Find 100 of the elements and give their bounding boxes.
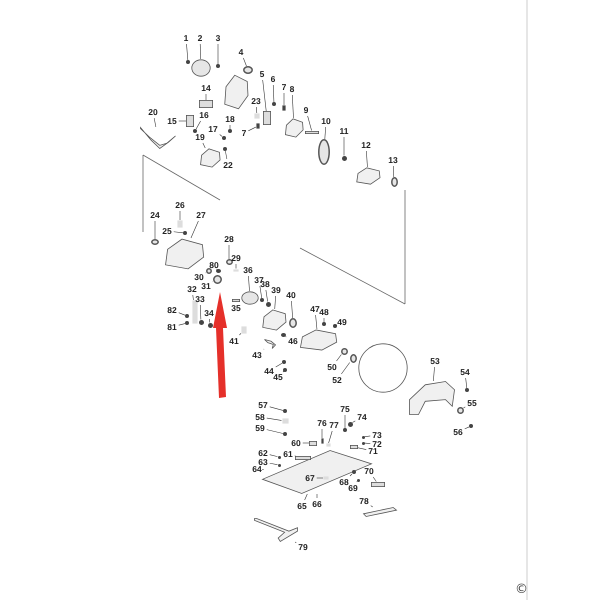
block-part-drawing — [371, 482, 385, 486]
callout-number: 81 — [166, 322, 178, 332]
round-part-drawing — [465, 388, 469, 392]
part-drawing — [363, 507, 397, 517]
leader-line — [324, 126, 326, 140]
leader-line — [364, 436, 371, 438]
callout-number: 66 — [311, 499, 323, 509]
block-part-drawing — [256, 123, 260, 129]
block-part-drawing — [263, 111, 271, 125]
callout-number: 2 — [196, 33, 204, 43]
callout-number: 54 — [459, 367, 471, 377]
leader-line — [358, 448, 367, 450]
block-part-drawing — [309, 440, 317, 446]
leader-line — [178, 120, 186, 122]
leader-line — [154, 118, 156, 128]
part-drawing — [254, 518, 298, 542]
callout-number: 13 — [387, 155, 399, 165]
round-part-drawing — [278, 456, 280, 458]
round-part-drawing — [191, 59, 211, 77]
leader-line — [228, 244, 230, 260]
round-part-drawing — [222, 136, 226, 140]
round-part-drawing — [469, 424, 473, 428]
round-part-drawing — [333, 324, 337, 328]
callout-number: 75 — [339, 404, 351, 414]
callout-number: 58 — [254, 412, 266, 422]
leader-line — [269, 406, 284, 411]
round-part-drawing — [272, 102, 276, 106]
callout-number: 24 — [149, 210, 161, 220]
round-part-drawing — [280, 333, 286, 337]
callout-number: 36 — [242, 265, 254, 275]
callout-number: 35 — [230, 303, 242, 313]
block-part-drawing — [233, 268, 239, 272]
callout-number: 50 — [326, 362, 338, 372]
leader-line — [364, 442, 371, 444]
callout-number: 7 — [240, 128, 248, 138]
callout-number: 9 — [302, 105, 310, 115]
callout-number: 26 — [174, 200, 186, 210]
callout-number: 65 — [296, 501, 308, 511]
leader-line — [334, 324, 338, 326]
round-part-drawing — [212, 274, 222, 284]
leader-line — [269, 462, 278, 466]
leader-line — [266, 290, 268, 302]
leader-line — [302, 442, 310, 444]
leader-line — [465, 378, 468, 388]
callout-number: 6 — [270, 74, 276, 84]
leader-line — [344, 414, 346, 428]
round-part-drawing — [283, 409, 287, 413]
callout-number: 33 — [194, 294, 206, 304]
round-part-drawing — [206, 268, 212, 274]
round-part-drawing — [343, 428, 347, 432]
round-part-drawing — [198, 320, 204, 324]
leader-line — [315, 314, 318, 330]
leader-line — [274, 296, 276, 310]
leader-line — [190, 220, 199, 238]
callout-number: 60 — [290, 438, 302, 448]
callout-number: 48 — [318, 307, 330, 317]
block-part-drawing — [241, 326, 247, 334]
leader-line — [216, 268, 218, 272]
round-part-drawing — [283, 368, 287, 372]
round-part-drawing — [356, 478, 360, 482]
leader-line — [372, 476, 377, 482]
callout-number: 25 — [161, 226, 173, 236]
callout-number: 52 — [331, 375, 343, 385]
leader-line — [202, 142, 206, 148]
round-part-drawing — [216, 64, 220, 68]
callout-number: 23 — [250, 96, 262, 106]
round-part-drawing — [208, 322, 212, 328]
part-drawing — [140, 127, 176, 149]
leader-line — [239, 333, 242, 336]
callout-number: 46 — [287, 336, 299, 346]
leader-line — [178, 323, 186, 326]
callout-number: 62 — [257, 448, 269, 458]
leader-line — [275, 362, 282, 368]
part-drawing — [284, 118, 304, 138]
callout-number: 3 — [214, 33, 222, 43]
round-part-drawing — [318, 139, 330, 165]
leader-line — [272, 84, 274, 102]
leader-line — [154, 220, 156, 240]
callout-number: 40 — [285, 290, 297, 300]
callout-number: 1 — [182, 33, 190, 43]
callout-number: 11 — [338, 126, 350, 136]
leader-line — [266, 418, 282, 421]
callout-number: 20 — [147, 107, 159, 117]
callout-number: 16 — [198, 110, 210, 120]
leader-line — [196, 120, 201, 130]
callout-number: 67 — [304, 473, 316, 483]
leader-line — [292, 94, 294, 118]
round-part-drawing — [216, 269, 220, 273]
callout-number: 44 — [263, 366, 275, 376]
round-part-drawing — [226, 259, 232, 265]
leader-line — [243, 58, 247, 66]
callout-number: 43 — [251, 350, 263, 360]
block-part-drawing — [320, 438, 324, 444]
part-drawing — [264, 339, 276, 349]
callout-number: 79 — [297, 542, 309, 552]
leader-line — [173, 231, 184, 234]
callout-number: 76 — [316, 418, 328, 428]
block-part-drawing — [295, 456, 311, 460]
callout-number: 61 — [282, 449, 294, 459]
leader-line — [192, 294, 194, 300]
